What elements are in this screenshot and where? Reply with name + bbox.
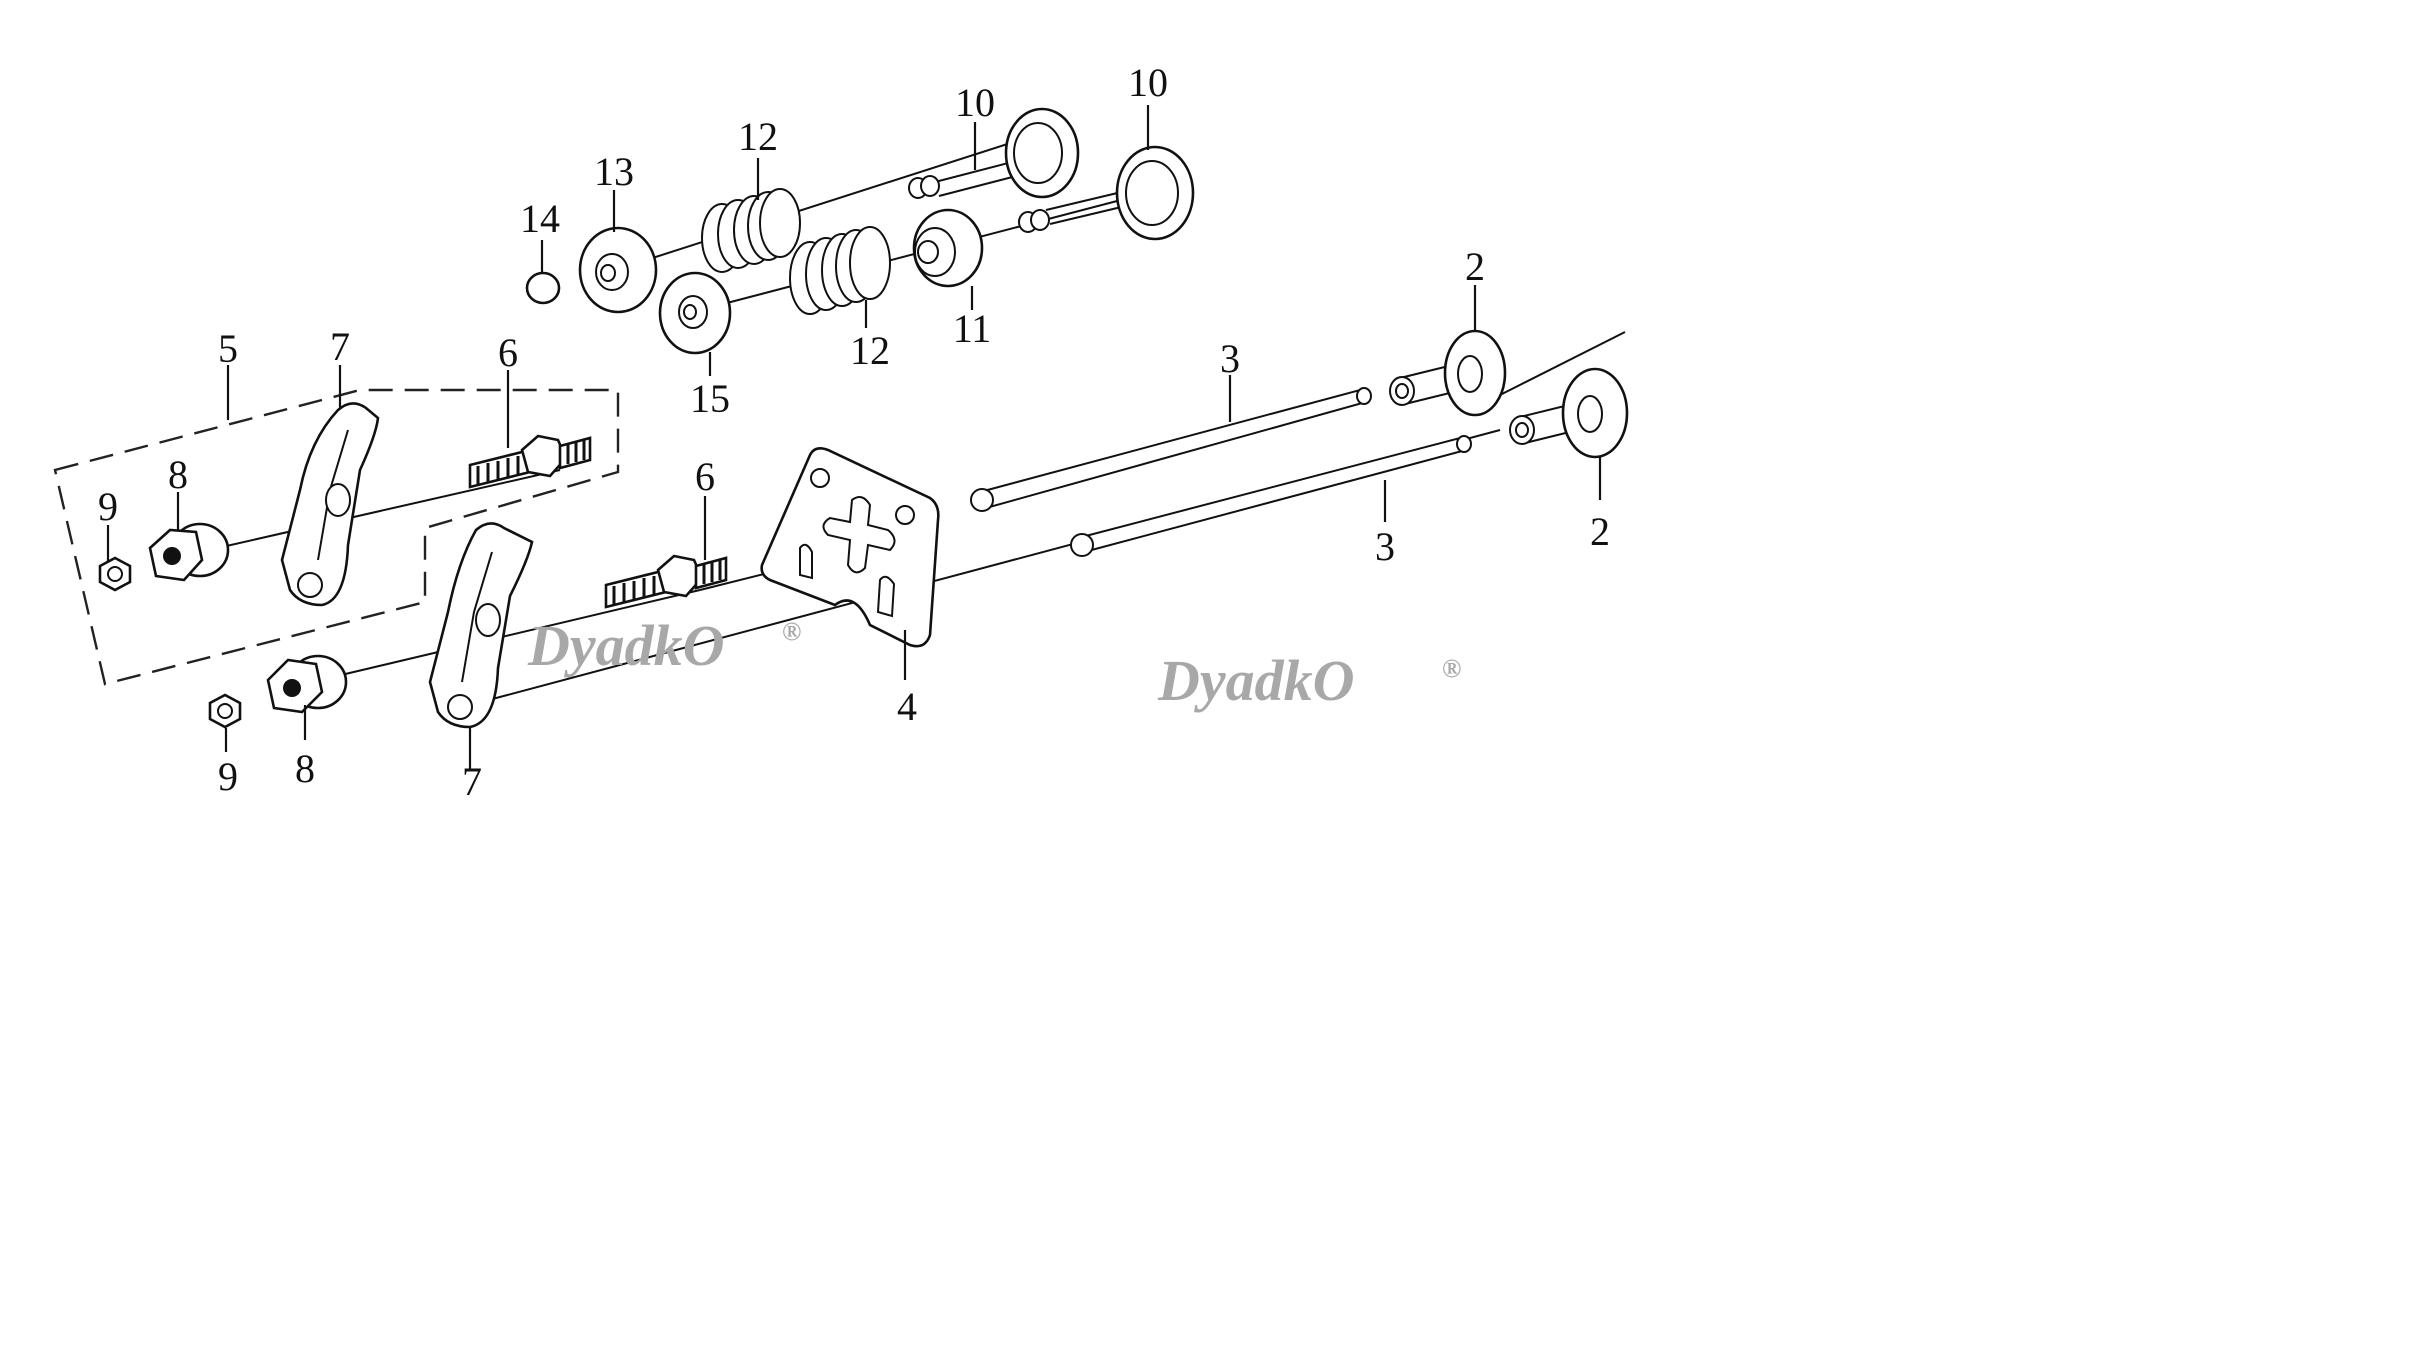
callout-11: 11 <box>953 306 992 351</box>
svg-text:®: ® <box>1442 654 1461 683</box>
callout-3-lower: 3 <box>1375 524 1395 569</box>
svg-text:DyadkO: DyadkO <box>527 613 725 678</box>
watermark-left: DyadkO ® <box>527 613 801 678</box>
spring-retainer-upper <box>578 226 658 314</box>
valve-spring-upper <box>701 188 801 273</box>
watermark-right: DyadkO ® <box>1157 648 1461 713</box>
rocker-stud-lower <box>604 554 728 609</box>
leader-lines <box>106 105 1602 770</box>
callout-6-lower: 6 <box>695 454 715 499</box>
callout-6-upper: 6 <box>498 330 518 375</box>
valve-spring-lower <box>789 226 891 315</box>
svg-text:DyadkO: DyadkO <box>1157 648 1355 713</box>
pivot-ball-nut-upper <box>148 522 230 582</box>
valve-lower <box>1018 145 1195 241</box>
pushrod-guide-plate <box>760 447 940 648</box>
callout-3-upper: 3 <box>1220 336 1240 381</box>
callout-7-upper: 7 <box>330 324 350 369</box>
rocker-arm-upper <box>280 402 380 607</box>
lock-nut-upper <box>98 556 132 592</box>
callout-13: 13 <box>594 149 634 194</box>
callout-15: 15 <box>690 376 730 421</box>
callout-10-lower: 10 <box>1128 60 1168 105</box>
valve-cap <box>525 271 561 305</box>
callout-10-upper: 10 <box>955 80 995 125</box>
callout-9-upper: 9 <box>98 484 118 529</box>
rocker-assembly <box>53 329 1629 729</box>
callout-7-lower: 7 <box>462 759 482 804</box>
rocker-stud-upper <box>468 434 592 489</box>
tappet-lower <box>1509 367 1629 459</box>
valve-assembly <box>525 107 1195 355</box>
callout-14: 14 <box>520 196 560 241</box>
callout-4: 4 <box>897 684 917 729</box>
rocker-arm-lower <box>428 522 534 729</box>
callout-8-upper: 8 <box>168 452 188 497</box>
callout-12-upper: 12 <box>738 114 778 159</box>
spring-retainer-lower <box>658 271 732 355</box>
callout-5: 5 <box>218 326 238 371</box>
valve-stem-seal <box>912 208 984 288</box>
pushrod-lower <box>1070 435 1472 557</box>
callout-8-lower: 8 <box>295 746 315 791</box>
svg-text:®: ® <box>782 617 801 646</box>
callout-2-upper: 2 <box>1465 244 1485 289</box>
callout-9-lower: 9 <box>218 754 238 799</box>
rocker-kit-outline <box>53 388 620 686</box>
valve-upper <box>908 107 1080 199</box>
callout-labels: 2 2 3 3 4 5 6 6 7 7 8 8 9 9 10 10 11 12 … <box>98 60 1610 804</box>
callout-2-lower: 2 <box>1590 509 1610 554</box>
pivot-ball-nut-lower <box>266 654 348 714</box>
tappet-upper <box>1389 329 1507 417</box>
lock-nut-lower <box>208 693 242 729</box>
callout-12-lower: 12 <box>850 328 890 373</box>
pushrod-upper <box>970 387 1372 512</box>
